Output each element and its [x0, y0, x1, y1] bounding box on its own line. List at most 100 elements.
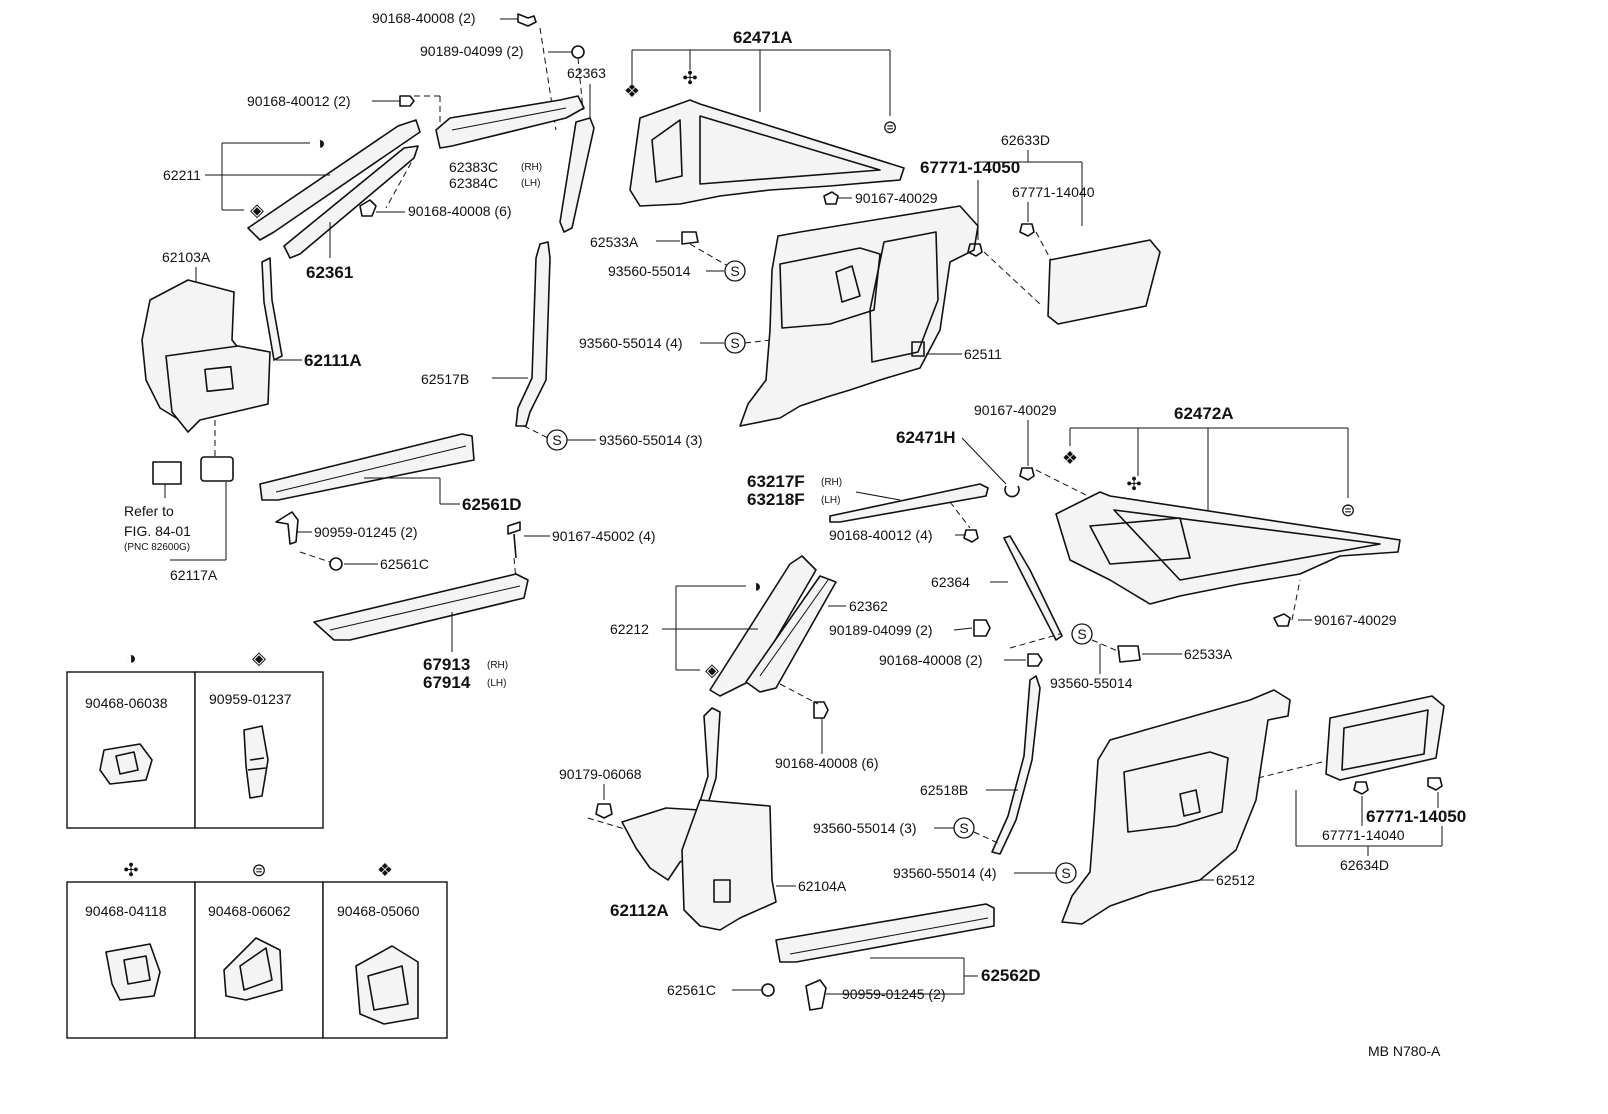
s-circle-icon [724, 260, 746, 282]
center-pillar-upper [709, 555, 817, 697]
front-pillar-garnish [247, 119, 421, 241]
label-67914: 67914 [423, 673, 471, 692]
legend-part-1: 90468-06038 [85, 695, 168, 711]
s-circle-icon [953, 817, 975, 839]
dashed-guide [523, 425, 549, 439]
label-90167-40029-b: 90167-40029 [974, 402, 1057, 418]
label-62384C: 62384C [449, 175, 498, 191]
clip-icon [1019, 223, 1035, 237]
quarter-window-trim-lower [1055, 491, 1401, 605]
clip-drawing-detail [115, 751, 139, 775]
leader-line [855, 491, 901, 501]
label-90168-40008-2b: 90168-40008 (2) [879, 652, 983, 668]
label-62562D: 62562D [981, 966, 1041, 985]
screw-icon [517, 13, 537, 27]
quarter-window-opening [699, 115, 881, 185]
clip-drawing-1 [99, 743, 153, 785]
cowl-side-trim-rear [681, 799, 777, 931]
dashed-guide [299, 551, 331, 563]
clip-drawing-detail [239, 947, 273, 991]
nut-icon [571, 45, 585, 59]
door-scuff-plate [313, 573, 529, 641]
label-rh: (RH) [821, 477, 842, 488]
kick-panel-rear [621, 807, 701, 881]
quarter-panel-upper-group: 62511 62633D 67771-14050 67771-14040 [739, 132, 1161, 427]
clip-icon [595, 803, 613, 819]
center-pillar-lower [745, 575, 837, 693]
label-62518B: 62518B [920, 782, 968, 798]
label-93560-55014-a: 93560-55014 [608, 263, 691, 279]
dashed-guide [1009, 633, 1061, 649]
s-mark: S [959, 820, 968, 836]
diamond-dot-icon: ◈ [250, 200, 264, 220]
label-62363: 62363 [567, 65, 606, 81]
dashed-guide [513, 557, 517, 581]
half-circle-icon: ◑ [315, 133, 326, 153]
label-62471H: 62471H [896, 428, 956, 447]
clip-icon [1353, 781, 1369, 795]
label-62211: 62211 [163, 167, 201, 183]
four-diamond-icon: ❖ [1062, 448, 1078, 468]
pillar-weatherstrip [697, 707, 721, 811]
front-scuff-plate [259, 433, 475, 501]
half-circle-icon: ◑ [126, 648, 137, 668]
armrest-recess [779, 247, 881, 329]
screw-icon [813, 701, 829, 719]
s-circle-icon [1071, 623, 1093, 645]
s-mark: S [730, 263, 739, 279]
ring-icon: ⊜ [1340, 500, 1355, 520]
dashed-guide [949, 501, 971, 529]
dashed-guide [689, 243, 729, 267]
screw-icon [507, 521, 521, 559]
half-circle-icon: ◑ [751, 576, 762, 596]
retainer-clip [681, 231, 699, 245]
cowl-side-group: 62103A 62111A Refer to FIG. 84-01 (PNC 8… [124, 249, 362, 583]
kick-panel-opening [204, 365, 234, 393]
four-diamond-icon: ❖ [624, 81, 640, 101]
dashed-guide [744, 337, 789, 344]
pillar-edge [759, 579, 829, 677]
weatherstrip-pillar [261, 257, 283, 361]
scuff-edge [329, 585, 521, 631]
rail-edge [451, 107, 567, 131]
kick-panel [165, 345, 271, 433]
label-62117A: 62117A [170, 567, 218, 583]
pinwheel-icon: ✣ [123, 860, 138, 880]
legend-part-3: 90468-04118 [85, 903, 167, 919]
s-mark: S [1077, 626, 1086, 642]
rear-lower-group: 90179-06068 62112A 62104A 62562D 62561C … [559, 707, 1041, 1011]
speaker-cover [1047, 239, 1161, 325]
label-lh: (LH) [821, 495, 840, 506]
label-62383C: 62383C [449, 159, 498, 175]
label-62111A: 62111A [304, 351, 362, 370]
clip-drawing-2 [243, 725, 269, 799]
quarter-weatherstrip [829, 483, 989, 523]
label-62561D: 62561D [462, 495, 522, 514]
scuff-edge [789, 917, 989, 955]
label-62512: 62512 [1216, 872, 1255, 888]
clip-drawing-detail [367, 965, 409, 1011]
legend-part-2: 90959-01237 [209, 691, 292, 707]
cover-plate [152, 461, 182, 485]
pinwheel-icon: ✣ [682, 68, 697, 88]
fig-ref-text: FIG. 84-01 [124, 523, 191, 539]
label-rh: (RH) [521, 162, 542, 173]
legend-part-4: 90468-06062 [208, 903, 291, 919]
armrest-recess [1123, 751, 1229, 833]
label-62212: 62212 [610, 621, 649, 637]
s-mark: S [552, 432, 561, 448]
label-90959-01245-2a: 90959-01245 (2) [314, 524, 418, 540]
dashed-guide [385, 153, 417, 209]
label-67771-14050-top: 67771-14050 [920, 158, 1020, 177]
label-62511: 62511 [964, 346, 1002, 362]
leader-line [961, 437, 1007, 485]
label-90168-40012-top: 90168-40012 (2) [247, 93, 351, 109]
dashed-guide [779, 683, 819, 705]
hook-clip [1004, 485, 1020, 498]
s-mark: S [1061, 865, 1070, 881]
dashed-guide [1035, 469, 1097, 501]
front-pillar-group: 90168-40008 (2) 90189-04099 (2) 62363 90… [163, 10, 606, 282]
rear-pillar-group: 62518B 93560-55014 (3) S 93560-55014 (4)… [813, 675, 1077, 884]
label-90179-06068: 90179-06068 [559, 766, 642, 782]
clip-drawing-detail [247, 757, 267, 771]
